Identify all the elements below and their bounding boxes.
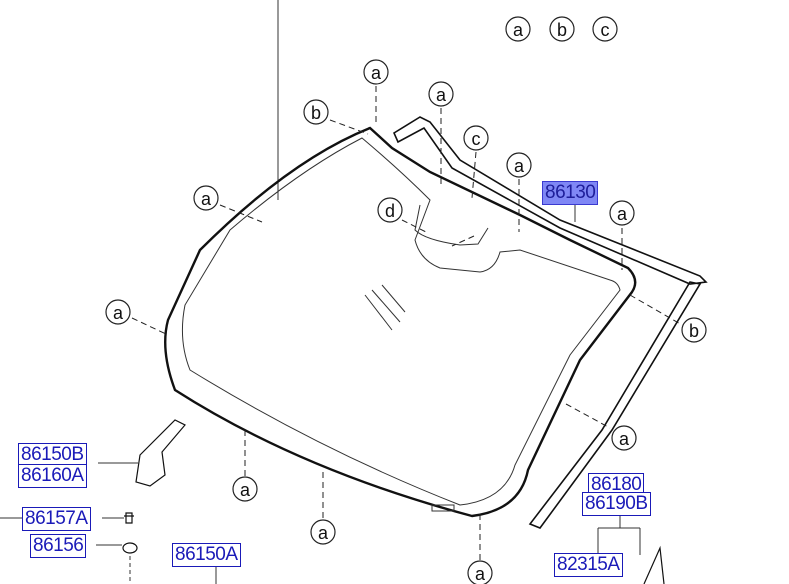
svg-text:a: a (514, 156, 525, 176)
svg-text:b: b (689, 321, 699, 341)
svg-text:a: a (619, 429, 630, 449)
svg-text:a: a (318, 523, 329, 543)
part-label-86156[interactable]: 86156 (30, 534, 87, 558)
top-moulding (392, 116, 708, 285)
clip-fastener (124, 512, 134, 524)
svg-text:a: a (513, 20, 524, 40)
callout-a: a (506, 152, 532, 178)
callout-a: a (232, 476, 258, 502)
side-moulding (528, 281, 702, 529)
part-label-86160A[interactable]: 86160A (18, 464, 87, 488)
windshield-glass-outer (164, 126, 637, 518)
callout-c-top: c (592, 16, 618, 42)
callout-d: d (377, 197, 403, 223)
callout-a: a (310, 519, 336, 545)
part-label-86150A[interactable]: 86150A (172, 543, 241, 567)
svg-text:a: a (617, 204, 628, 224)
svg-text:c: c (601, 20, 610, 40)
svg-text:a: a (475, 564, 486, 584)
svg-text:a: a (371, 63, 382, 83)
svg-text:d: d (385, 201, 395, 221)
callout-a: a (105, 299, 131, 325)
corner-trim-piece (643, 545, 665, 584)
pillar-bracket (135, 419, 186, 487)
leader-lines (131, 86, 683, 560)
callout-a: a (428, 81, 454, 107)
callout-a: a (363, 59, 389, 85)
callout-a: a (609, 200, 635, 226)
callout-a: a (193, 185, 219, 211)
glare-marks (364, 284, 406, 331)
callout-b-top: b (549, 16, 575, 42)
callout-a: a (467, 560, 493, 584)
part-label-86190B[interactable]: 86190B (582, 492, 651, 516)
svg-text:a: a (436, 85, 447, 105)
svg-text:a: a (201, 189, 212, 209)
part-label-86157A[interactable]: 86157A (22, 507, 91, 531)
svg-text:b: b (557, 20, 567, 40)
grommet (122, 542, 138, 554)
label-connectors (0, 205, 641, 584)
windshield-glass-inner (181, 137, 621, 506)
svg-text:b: b (311, 103, 321, 123)
svg-text:c: c (472, 129, 481, 149)
svg-text:a: a (240, 480, 251, 500)
callout-a-top: a (505, 16, 531, 42)
part-label-86150B[interactable]: 86150B (18, 443, 87, 467)
callout-b: b (303, 99, 329, 125)
part-label-82315A[interactable]: 82315A (554, 553, 623, 577)
sensor-cutout (414, 204, 489, 246)
glass-bottom-clip (431, 504, 455, 512)
callout-c: c (463, 125, 489, 151)
part-label-86130[interactable]: 86130 (542, 181, 599, 205)
callout-b: b (681, 317, 707, 343)
callout-a: a (611, 425, 637, 451)
svg-text:a: a (113, 303, 124, 323)
